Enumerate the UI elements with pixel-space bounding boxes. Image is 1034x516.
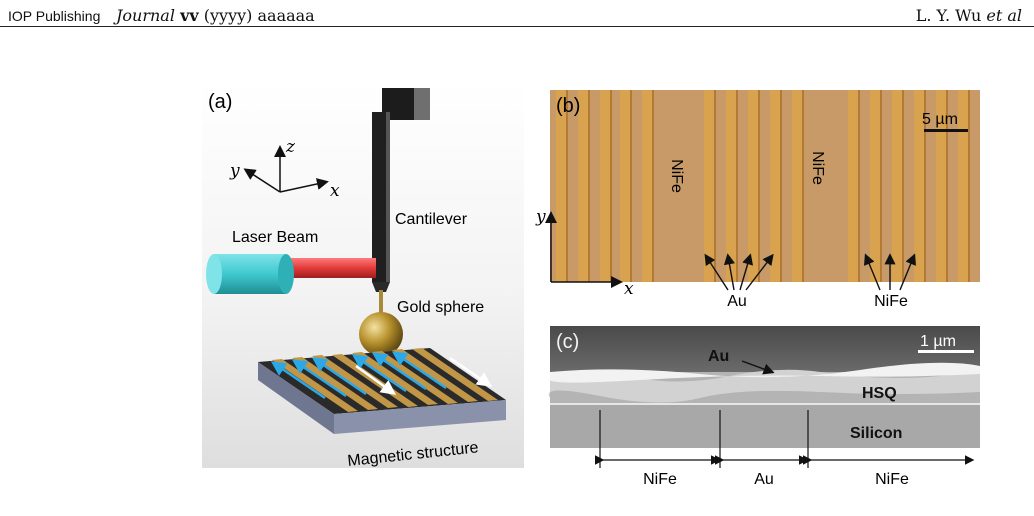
- stripe-edge: [880, 90, 882, 282]
- scale-bar-b: [924, 129, 968, 132]
- panel-c-label: (c): [556, 331, 579, 353]
- axis-z-label: z: [285, 137, 296, 157]
- stripe-edge: [588, 90, 590, 282]
- stripe-edge: [610, 90, 612, 282]
- stripe-edge: [566, 90, 568, 282]
- au-stripe: [642, 90, 652, 282]
- stripe-edge: [630, 90, 632, 282]
- axis-y-label: y: [229, 161, 240, 181]
- au-stripe: [578, 90, 588, 282]
- au-stripe: [848, 90, 858, 282]
- scale-bar-label-b: 5 µm: [922, 111, 958, 128]
- au-stripe: [726, 90, 736, 282]
- cantilever-label: Cantilever: [395, 211, 468, 228]
- panel-a: (a) z y x Cantilever Laser Beam: [202, 82, 524, 470]
- b-axis-x-label: x: [624, 279, 634, 299]
- au-stripe: [556, 90, 566, 282]
- au-stripe: [936, 90, 946, 282]
- au-stripe: [870, 90, 880, 282]
- au-layer-label: Au: [708, 348, 729, 365]
- axis-triad: z y x: [229, 137, 340, 201]
- au-stripe: [600, 90, 610, 282]
- stripe-edge: [780, 90, 782, 282]
- dimension-lines: [594, 410, 975, 468]
- stripe-edge: [858, 90, 860, 282]
- author-ref: L. Y. Wu et al: [916, 6, 1022, 25]
- stripe-pattern: [556, 90, 970, 282]
- sphere-label: Gold sphere: [397, 299, 484, 316]
- silicon-label: Silicon: [850, 425, 902, 442]
- axis-x-label: x: [330, 181, 340, 201]
- b-axis-y-label: y: [535, 207, 546, 227]
- page-header: IOP Publishing Journal vv (yyyy) aaaaaa …: [0, 0, 1034, 26]
- nife-pointers: [864, 253, 916, 291]
- dim-nife-left: NiFe: [643, 471, 677, 488]
- stripe-edge: [714, 90, 716, 282]
- journal-name: Journal: [116, 6, 175, 25]
- stripe-edge: [946, 90, 948, 282]
- stripe-edge: [968, 90, 970, 282]
- au-stripe: [770, 90, 780, 282]
- nife-stripe-label-2: NiFe: [809, 151, 826, 185]
- scale-bar-c: [918, 350, 974, 353]
- sem-hsq-layer: [548, 369, 980, 403]
- au-stripe: [748, 90, 758, 282]
- stripe-edge: [736, 90, 738, 282]
- sem-au-layer: [549, 362, 980, 383]
- panel-c: (c) 1 µm Au HSQ Silicon NiFe Au NiFe: [548, 326, 980, 488]
- laser-label: Laser Beam: [232, 229, 318, 246]
- publisher-name: IOP Publishing: [8, 8, 101, 24]
- stripe-edge: [924, 90, 926, 282]
- au-stripe: [914, 90, 924, 282]
- laser-source: [206, 254, 376, 294]
- au-stripe: [620, 90, 630, 282]
- panel-b: (b) 5 µm NiFe NiFe y x Au NiFe: [535, 90, 980, 310]
- journal-year: (yyyy): [203, 6, 253, 25]
- article-number: aaaaaa: [257, 6, 315, 25]
- hsq-label: HSQ: [862, 385, 897, 402]
- au-stripe: [958, 90, 968, 282]
- stripe-edge: [902, 90, 904, 282]
- laser-beam: [286, 258, 376, 278]
- journal-volume: vv: [180, 6, 199, 25]
- scale-bar-label-c: 1 µm: [920, 333, 956, 350]
- au-stripe: [892, 90, 902, 282]
- au-pointers: [704, 253, 774, 291]
- magnetic-structure: [258, 348, 506, 434]
- et-al: et al: [986, 6, 1022, 25]
- gold-sphere: [359, 312, 403, 356]
- dim-au: Au: [754, 471, 774, 488]
- journal-ref: Journal vv (yyyy) aaaaaa: [116, 6, 315, 25]
- dim-nife-right: NiFe: [875, 471, 909, 488]
- nife-stripe-label-1: NiFe: [668, 159, 685, 193]
- nife-label-b: NiFe: [874, 293, 908, 310]
- panel-b-label: (b): [556, 95, 580, 117]
- cantilever: [372, 88, 430, 292]
- stripe-edge: [652, 90, 654, 282]
- header-rule: [0, 26, 1034, 27]
- au-label-b: Au: [727, 293, 747, 310]
- authors: L. Y. Wu: [915, 6, 982, 25]
- stripe-edge: [802, 90, 804, 282]
- stripe-edge: [758, 90, 760, 282]
- panel-a-label: (a): [208, 91, 232, 113]
- au-stripe: [792, 90, 802, 282]
- sem-silicon: [550, 404, 980, 448]
- au-stripe: [704, 90, 714, 282]
